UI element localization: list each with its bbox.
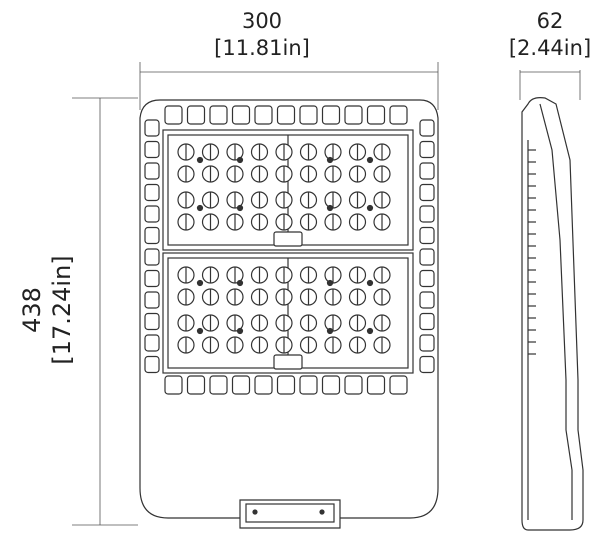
heatsink-fin <box>144 248 160 266</box>
heatsink-fin <box>419 248 435 266</box>
heatsink-fin <box>144 183 160 202</box>
heatsink-fin <box>299 375 318 395</box>
module-screw <box>236 204 244 212</box>
heatsink-fin <box>419 355 435 374</box>
mounting-arm <box>239 499 341 529</box>
heatsink-fin <box>344 375 363 395</box>
module-screw <box>326 156 334 164</box>
heatsink-fin <box>344 105 363 125</box>
heatsink-fin <box>144 140 160 159</box>
width-mm-label: 300 <box>242 9 282 33</box>
height-mm-label: 438 <box>18 287 46 333</box>
heatsink-fin <box>144 312 160 331</box>
mounting-slot <box>245 503 335 523</box>
heatsink-fin <box>321 105 341 125</box>
heatsink-fin <box>419 205 435 223</box>
heatsink-fin <box>254 105 273 125</box>
heatsink-fin <box>389 105 408 125</box>
module-connector <box>273 354 303 370</box>
side-profile-outline <box>521 97 584 531</box>
heatsink-fin <box>144 334 160 352</box>
module-screw <box>236 327 244 335</box>
heatsink-fin <box>419 140 435 159</box>
heatsink-fin <box>144 119 160 137</box>
module-screw <box>326 279 334 287</box>
heatsink-fin <box>419 119 435 137</box>
heatsink-fin <box>419 312 435 331</box>
heatsink-fins-side <box>144 119 435 374</box>
side-ribs <box>528 149 536 355</box>
led-modules <box>162 129 414 374</box>
depth-inch-label: [2.44in] <box>509 36 591 60</box>
heatsink-fin <box>419 269 435 288</box>
side-profile-inner <box>539 103 573 520</box>
heatsink-fin <box>186 105 206 125</box>
led-module <box>162 252 414 374</box>
heatsink-fin <box>419 334 435 352</box>
heatsink-fin <box>366 375 386 395</box>
module-screw <box>326 327 334 335</box>
heatsink-fin <box>144 355 160 374</box>
heatsink-fin <box>144 269 160 288</box>
heatsink-fin <box>144 226 160 245</box>
heatsink-fin <box>419 291 435 309</box>
dimension-lines <box>72 62 581 526</box>
led-module <box>162 129 414 251</box>
heatsink-fins-bottom <box>164 375 408 395</box>
module-screw <box>366 279 374 287</box>
module-screw <box>236 279 244 287</box>
width-inch-label: [11.81in] <box>214 36 310 60</box>
heatsink-fin <box>186 375 206 395</box>
heatsink-fin <box>276 375 296 395</box>
mount-screw-right <box>319 509 325 515</box>
module-screw <box>366 156 374 164</box>
heatsink-fin <box>419 226 435 245</box>
module-screw <box>196 327 204 335</box>
heatsink-fin <box>419 162 435 180</box>
heatsink-fins-top <box>164 105 408 125</box>
heatsink-fin <box>164 375 183 395</box>
heatsink-fin <box>389 375 408 395</box>
mount-screw-left <box>252 509 258 515</box>
heatsink-fin <box>419 183 435 202</box>
heatsink-fin <box>366 105 386 125</box>
heatsink-fin <box>276 105 296 125</box>
heatsink-fin <box>144 205 160 223</box>
heatsink-fin <box>231 375 251 395</box>
height-inch-label: [17.24in] <box>48 255 76 364</box>
module-screw <box>366 327 374 335</box>
module-screw <box>196 156 204 164</box>
heatsink-fin <box>144 162 160 180</box>
heatsink-fin <box>209 105 228 125</box>
heatsink-fin <box>144 291 160 309</box>
front-view <box>139 99 439 529</box>
heatsink-fin <box>231 105 251 125</box>
module-screw <box>326 204 334 212</box>
heatsink-fin <box>321 375 341 395</box>
heatsink-fin <box>164 105 183 125</box>
module-screw <box>196 204 204 212</box>
heatsink-fin <box>209 375 228 395</box>
heatsink-fin <box>299 105 318 125</box>
heatsink-fin <box>254 375 273 395</box>
side-view <box>521 97 584 531</box>
module-screw <box>196 279 204 287</box>
module-screw <box>366 204 374 212</box>
module-screw <box>236 156 244 164</box>
module-connector <box>273 231 303 247</box>
depth-mm-label: 62 <box>537 9 564 33</box>
